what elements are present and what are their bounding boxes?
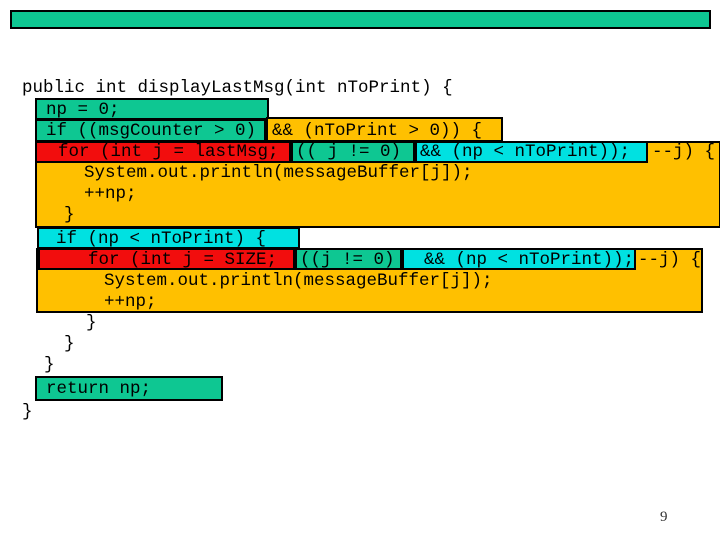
code-println-1: System.out.println(messageBuffer[j]); <box>84 163 473 183</box>
code-for1-cond1: (( j != 0) <box>296 142 402 162</box>
code-if-np: if (np < nToPrint) { <box>56 229 267 249</box>
code-for2-decrement: --j) { <box>638 250 702 270</box>
code-close-brace-method: } <box>22 402 33 422</box>
code-for2-cond2: && (np < nToPrint)); <box>424 250 635 270</box>
for1-cond1-highlight <box>291 141 415 163</box>
return-highlight <box>35 376 223 401</box>
code-println-2: System.out.println(messageBuffer[j]); <box>104 271 493 291</box>
code-if-ntoprint: && (nToPrint > 0)) { <box>272 121 483 141</box>
code-close-brace-2: } <box>86 313 97 333</box>
code-for1-cond2: && (np < nToPrint)); <box>420 142 631 162</box>
page-number: 9 <box>660 509 668 525</box>
for2-cond2-highlight <box>402 248 636 270</box>
code-for1-decrement: --j) { <box>652 142 716 162</box>
code-close-brace-3: } <box>64 334 75 354</box>
code-increment-2: ++np; <box>104 292 157 312</box>
code-increment-1: ++np; <box>84 184 137 204</box>
code-if-msgcounter: if ((msgCounter > 0) <box>46 121 257 141</box>
code-close-brace-4: } <box>44 355 55 375</box>
code-for2-cond1: ((j != 0) <box>300 250 395 270</box>
code-for1-init: for (int j = lastMsg; <box>58 142 279 162</box>
slide-title-bar <box>10 10 711 29</box>
code-np-init: np = 0; <box>46 100 120 120</box>
code-for2-init: for (int j = SIZE; <box>88 250 278 270</box>
for2-init-highlight <box>38 248 295 270</box>
for2-cond1-highlight <box>295 248 402 270</box>
for1-init-highlight <box>35 141 291 163</box>
code-method-signature: public int displayLastMsg(int nToPrint) … <box>22 78 453 98</box>
for1-cond2-highlight <box>415 141 648 163</box>
code-return: return np; <box>46 379 152 399</box>
code-close-brace-1: } <box>64 205 75 225</box>
